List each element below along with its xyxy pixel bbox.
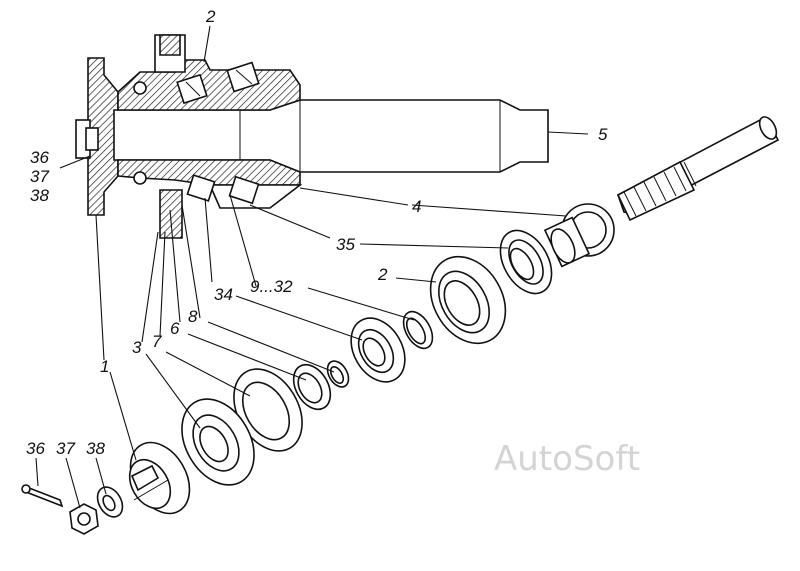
label-34: 34 (214, 285, 233, 304)
washer-part (96, 486, 124, 518)
label-9-32: 9...32 (250, 277, 293, 296)
castle-nut-part (69, 503, 99, 535)
label-36-lower: 36 (26, 439, 45, 458)
label-37-lower: 37 (56, 439, 75, 458)
hub-assembly-section (75, 34, 549, 239)
part-labels: 2 5 4 35 2 9...32 34 8 6 7 3 1 36 37 38 … (26, 7, 608, 458)
circlip-part (326, 360, 350, 388)
drive-flange-part (128, 441, 191, 515)
cotter-pin-part (21, 484, 64, 508)
label-38-upper: 38 (30, 186, 49, 205)
oil-seal-part (292, 363, 332, 411)
label-8: 8 (188, 307, 198, 326)
label-38-lower: 38 (86, 439, 105, 458)
bearing-cover-part (181, 398, 255, 486)
axle-shaft-part (616, 116, 780, 222)
spline-gear-part (543, 203, 615, 268)
ball-bearing-large (499, 229, 553, 295)
label-2-mid: 2 (377, 265, 388, 284)
spacer-ring (402, 310, 434, 350)
label-6: 6 (170, 319, 180, 338)
bearing-carrier-part (429, 255, 507, 345)
label-37-upper: 37 (30, 167, 49, 186)
label-35: 35 (336, 235, 355, 254)
label-4: 4 (412, 197, 421, 216)
label-2-top: 2 (205, 7, 216, 26)
label-5: 5 (598, 125, 608, 144)
label-36-upper: 36 (30, 148, 49, 167)
label-1: 1 (100, 357, 109, 376)
watermark: AutoSoft (494, 439, 640, 479)
leader-lines (35, 25, 589, 509)
ball-bearing-small (350, 317, 406, 383)
label-7: 7 (152, 332, 162, 351)
label-3: 3 (132, 338, 142, 357)
gasket-part (233, 368, 303, 452)
